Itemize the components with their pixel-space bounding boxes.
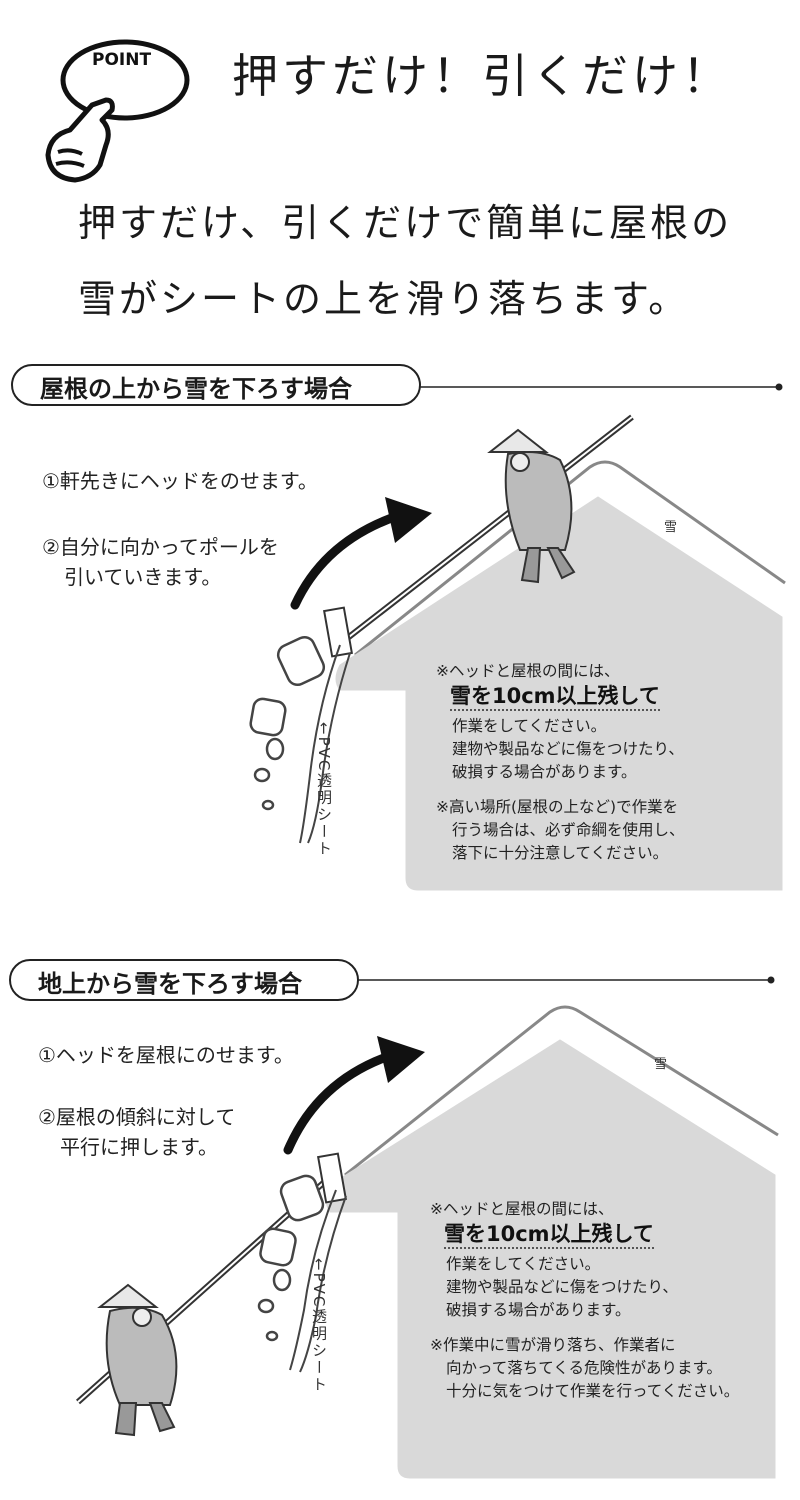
- speech-bubble: [60, 39, 190, 121]
- point-badge-label: POINT: [92, 50, 152, 70]
- section2-step-2-line-1: ②屋根の傾斜に対して: [38, 1105, 236, 1129]
- house-shape: [335, 496, 783, 891]
- section2-illustration: [9, 959, 779, 1479]
- section2-label: 地上から雪を下ろす場合: [38, 970, 302, 998]
- section2-note-emph: 雪を10cm以上残して: [444, 1223, 654, 1249]
- page-title: 押すだけ！引くだけ！: [232, 49, 732, 103]
- rake-head: [322, 606, 354, 658]
- section1-note2-line-3: 落下に十分注意してください。: [452, 844, 669, 862]
- section1-step-2: ②自分に向かってポールを 引いていきます。: [42, 532, 279, 592]
- section2-step-2: ②屋根の傾斜に対して 平行に押します。: [38, 1102, 235, 1162]
- section1-snow-label: 雪: [664, 520, 678, 535]
- section2-note2-line-1: ※作業中に雪が滑り落ち、作業者に: [430, 1336, 676, 1354]
- section2-sheet-label: ←PVC透明シート: [310, 1258, 328, 1394]
- section2-note2-line-3: 十分に気をつけて作業を行ってください。: [446, 1382, 740, 1400]
- section1-note-line-2: 建物や製品などに傷をつけたり、: [452, 740, 684, 758]
- section2-note-line-1: 作業をしてください。: [446, 1255, 601, 1273]
- section1-step-2-line-1: ②自分に向かってポールを: [42, 535, 279, 559]
- section1-illustration: [11, 364, 786, 891]
- section2-note2-line-2: 向かって落ちてくる危険性があります。: [446, 1359, 722, 1377]
- section2-note-line-3: 破損する場合があります。: [446, 1301, 631, 1319]
- section2-note: ※ヘッドと屋根の間には、 雪を10cm以上残して 作業をしてください。 建物や製…: [430, 1198, 739, 1403]
- motion-arrow-icon: [290, 510, 405, 610]
- pointing-hand-icon: [45, 97, 115, 183]
- lead-line-1: 押すだけ、引くだけで簡単に屋根の: [78, 201, 733, 245]
- section1-note-intro: ※ヘッドと屋根の間には、: [436, 662, 620, 680]
- section1-note-line-3: 破損する場合があります。: [452, 763, 637, 781]
- section1-label: 屋根の上から雪を下ろす場合: [40, 375, 352, 403]
- motion-arrow-icon: [283, 1050, 397, 1155]
- pvc-sheet: [289, 1189, 337, 1371]
- section2-note-line-2: 建物や製品などに傷をつけたり、: [446, 1278, 678, 1296]
- section1-step-1: ①軒先きにヘッドをのせます。: [42, 469, 318, 493]
- section1-sheet-label: ←PVC透明シート: [315, 722, 333, 858]
- snow-layer-outline: [354, 460, 786, 657]
- section2-step-1: ①ヘッドを屋根にのせます。: [38, 1043, 294, 1067]
- worker-figure: [487, 428, 576, 584]
- section1-note2-line-1: ※高い場所(屋根の上など)で作業を: [436, 798, 679, 816]
- section2-note-intro: ※ヘッドと屋根の間には、: [430, 1200, 614, 1218]
- section1-note-emph: 雪を10cm以上残して: [450, 685, 660, 711]
- section1-note-line-1: 作業をしてください。: [452, 717, 607, 735]
- section1-step-2-line-2: 引いていきます。: [64, 565, 222, 589]
- section1-note2-line-2: 行う場合は、必ず命綱を使用し、: [452, 821, 685, 839]
- pvc-sheet: [299, 644, 341, 844]
- snow-layer-outline: [344, 1005, 779, 1177]
- worker-figure: [97, 1283, 178, 1437]
- section2-step-2-line-2: 平行に押します。: [60, 1135, 218, 1159]
- lead-line-2: 雪がシートの上を滑り落ちます。: [78, 277, 690, 321]
- rake-head: [316, 1152, 348, 1204]
- point-badge: [45, 39, 190, 183]
- section1-note: ※ヘッドと屋根の間には、 雪を10cm以上残して 作業をしてください。 建物や製…: [436, 660, 685, 865]
- section1-label-pill: [11, 364, 421, 406]
- section2-snow-label: 雪: [654, 1057, 668, 1072]
